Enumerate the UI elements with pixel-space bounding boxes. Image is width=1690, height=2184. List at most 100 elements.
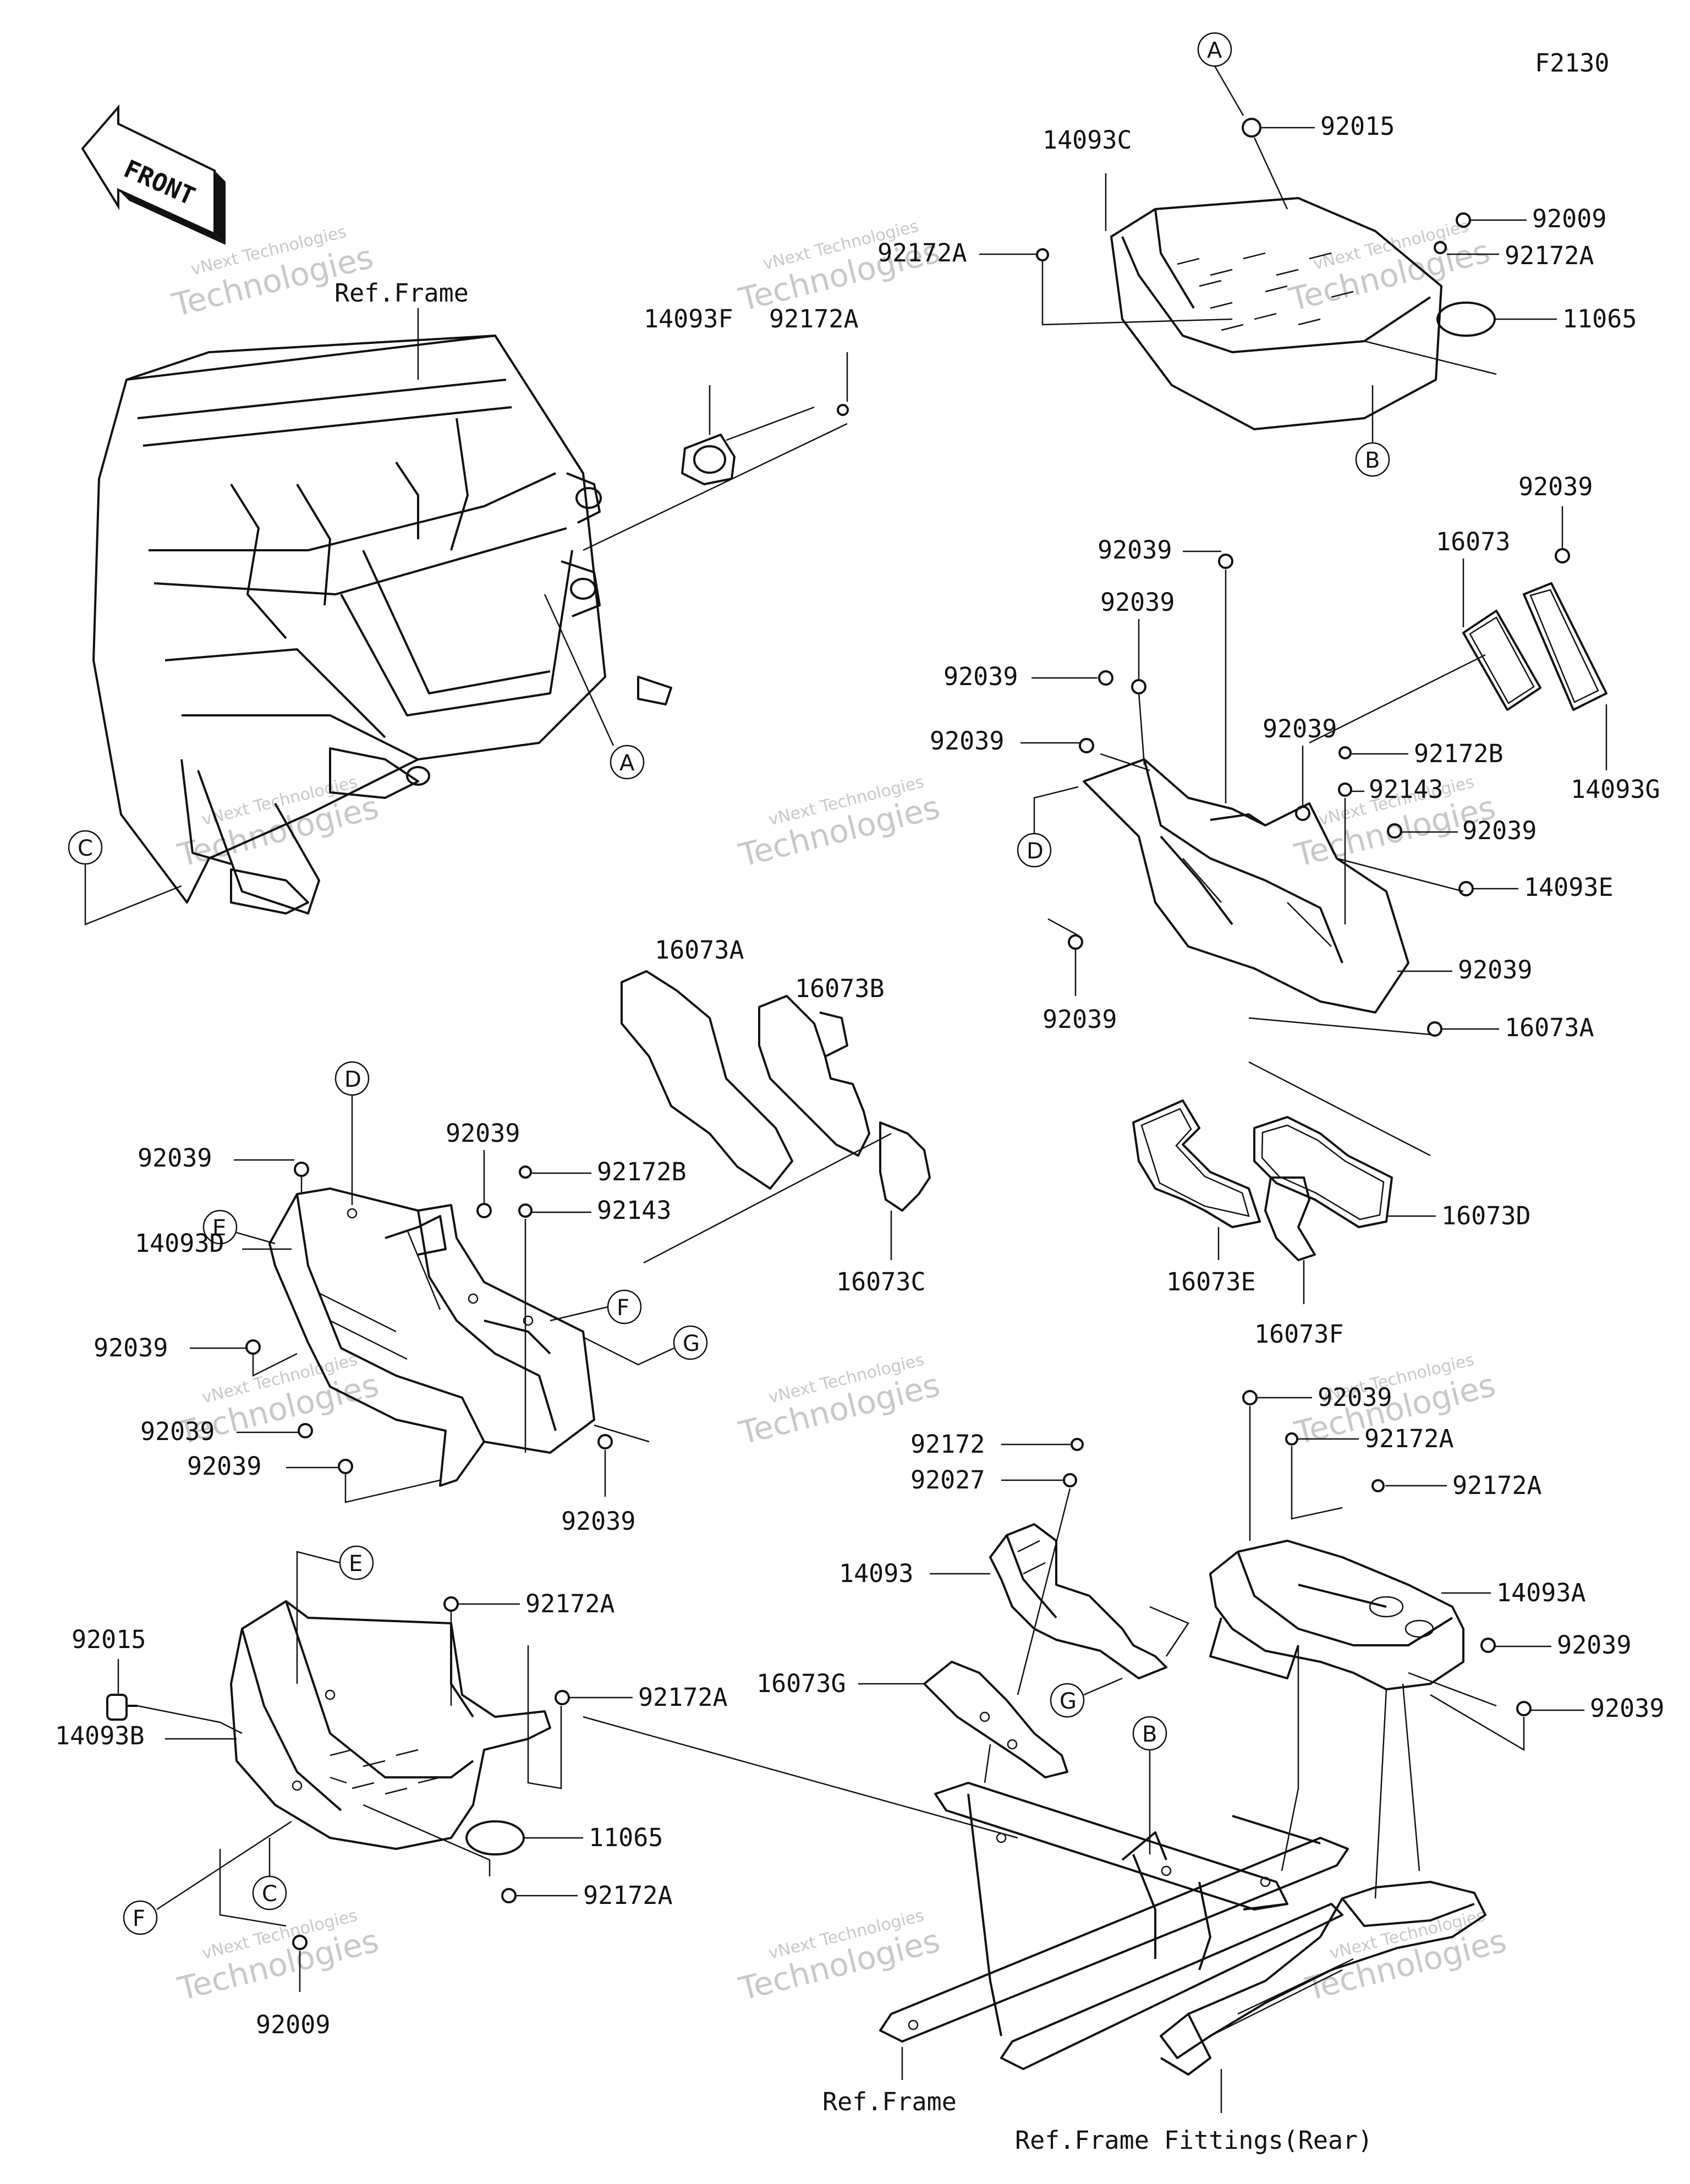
leader-line bbox=[1041, 261, 1233, 326]
svg-text:B: B bbox=[1365, 448, 1380, 473]
leader-line bbox=[1017, 1488, 1071, 1695]
callout-F: F bbox=[607, 1289, 642, 1324]
part-14093E-shape bbox=[1083, 758, 1409, 1014]
part-label-92039: 92039 bbox=[1557, 1630, 1631, 1660]
leader-line bbox=[1309, 654, 1486, 744]
part-label-92039: 92039 bbox=[943, 662, 1018, 691]
bolt-icon bbox=[555, 1690, 570, 1705]
part-label-92027: 92027 bbox=[910, 1465, 985, 1495]
part-92015-shape bbox=[106, 1694, 138, 1721]
part-label-92172A: 92172A bbox=[1364, 1424, 1454, 1453]
callout-A: A bbox=[1197, 32, 1232, 67]
leader-line bbox=[1149, 1606, 1189, 1657]
part-16073C-shape bbox=[879, 1121, 931, 1212]
leader-line bbox=[1248, 1061, 1431, 1157]
watermarks: vNext Technologies Technologies vNext Te… bbox=[168, 217, 1510, 2008]
bolt-icon bbox=[1555, 548, 1570, 563]
ref-frame-bottom-label: Ref.Frame bbox=[822, 2087, 957, 2116]
bolt-icon bbox=[1131, 679, 1146, 694]
svg-text:G: G bbox=[1060, 1689, 1077, 1714]
leader-line bbox=[550, 1306, 608, 1322]
leader-line bbox=[1374, 1689, 1387, 1899]
leader-line bbox=[583, 1336, 674, 1366]
leader-line bbox=[1138, 692, 1145, 765]
leader-line bbox=[726, 406, 815, 441]
bolt-icon bbox=[597, 1434, 613, 1449]
part-label-92039: 92039 bbox=[1318, 1383, 1392, 1412]
leader-line bbox=[156, 1820, 292, 1911]
bolt-icon bbox=[1242, 118, 1261, 138]
ref-frame-fittings-label: Ref.Frame Fittings(Rear) bbox=[1015, 2126, 1373, 2155]
part-14093G-shape bbox=[1523, 582, 1607, 711]
leader-line bbox=[1364, 340, 1497, 375]
leader-line bbox=[84, 864, 182, 926]
callout-A: A bbox=[610, 745, 645, 780]
bolt-icon bbox=[1480, 1638, 1496, 1653]
part-label-92172A: 92172A bbox=[638, 1683, 728, 1712]
part-label-11065: 11065 bbox=[1562, 304, 1637, 333]
washer-icon bbox=[1338, 782, 1352, 797]
part-label-92039: 92039 bbox=[138, 1143, 212, 1173]
leader-line bbox=[1033, 786, 1079, 834]
leader-line bbox=[1248, 1017, 1431, 1036]
bolt-icon bbox=[1427, 1021, 1442, 1037]
svg-text:F: F bbox=[617, 1295, 629, 1321]
part-label-92172A: 92172A bbox=[769, 304, 859, 333]
part-14093-shape bbox=[989, 1523, 1167, 1679]
bolt-icon bbox=[1295, 806, 1310, 821]
callout-F: F bbox=[123, 1900, 158, 1935]
part-label-92039: 92039 bbox=[1590, 1694, 1664, 1723]
leader-line bbox=[296, 1551, 341, 1684]
leader-line bbox=[583, 423, 848, 551]
leader-line bbox=[594, 1424, 650, 1443]
part-label-92039: 92039 bbox=[187, 1452, 261, 1481]
leader-line bbox=[1253, 137, 1288, 210]
callout-E: E bbox=[339, 1545, 374, 1580]
part-label-16073E: 16073E bbox=[1166, 1267, 1256, 1296]
leader-line bbox=[406, 1229, 441, 1310]
bolt-icon bbox=[1434, 241, 1447, 254]
bolt-icon bbox=[1068, 934, 1083, 950]
bolt-icon bbox=[1218, 554, 1233, 569]
part-label-14093: 14093 bbox=[839, 1559, 913, 1588]
part-label-92009: 92009 bbox=[1532, 204, 1606, 233]
part-16073F-shape bbox=[1264, 1176, 1316, 1261]
part-label-16073B: 16073B bbox=[795, 974, 885, 1003]
part-label-92039: 92039 bbox=[1098, 535, 1172, 565]
part-label-92039: 92039 bbox=[930, 726, 1004, 756]
part-16073A-shape bbox=[621, 970, 793, 1190]
leader-line bbox=[1402, 1683, 1420, 1871]
svg-text:A: A bbox=[1207, 38, 1222, 63]
part-label-14093G: 14093G bbox=[1571, 775, 1660, 804]
leader-line bbox=[252, 1353, 298, 1377]
bolt-icon bbox=[292, 1935, 308, 1950]
callout-B: B bbox=[1132, 1716, 1167, 1751]
part-label-14093F: 14093F bbox=[644, 304, 733, 333]
leader-line bbox=[1281, 1645, 1299, 1871]
part-label-16073A: 16073A bbox=[655, 935, 744, 965]
main-frame-illustration bbox=[92, 335, 672, 915]
part-label-92039: 92039 bbox=[1042, 1005, 1117, 1034]
part-label-92039: 92039 bbox=[1100, 588, 1175, 617]
part-label-16073D: 16073D bbox=[1441, 1201, 1531, 1230]
part-14093F-shape bbox=[681, 434, 736, 485]
part-11065-shape bbox=[465, 1820, 525, 1855]
svg-text:G: G bbox=[683, 1331, 700, 1356]
part-label-92172B: 92172B bbox=[1414, 739, 1504, 768]
part-label-92172: 92172 bbox=[910, 1430, 985, 1459]
part-label-16073: 16073 bbox=[1436, 527, 1510, 556]
washer-icon bbox=[1063, 1473, 1077, 1487]
part-label-92172A: 92172A bbox=[583, 1881, 673, 1910]
part-label-92172B: 92172B bbox=[597, 1157, 687, 1186]
part-label-14093E: 92039 bbox=[1458, 955, 1532, 984]
part-16073G-shape bbox=[923, 1661, 1068, 1778]
part-label-92172A: 92172A bbox=[525, 1589, 615, 1618]
front-arrow-icon: FRONT bbox=[81, 104, 226, 245]
part-label-92039: 92039 bbox=[1462, 816, 1537, 845]
part-label-92039: 92039 bbox=[140, 1417, 215, 1446]
part-label-14093B: 14093B bbox=[55, 1721, 145, 1750]
svg-text:B: B bbox=[1142, 1722, 1157, 1747]
bolt-icon bbox=[443, 1596, 459, 1612]
